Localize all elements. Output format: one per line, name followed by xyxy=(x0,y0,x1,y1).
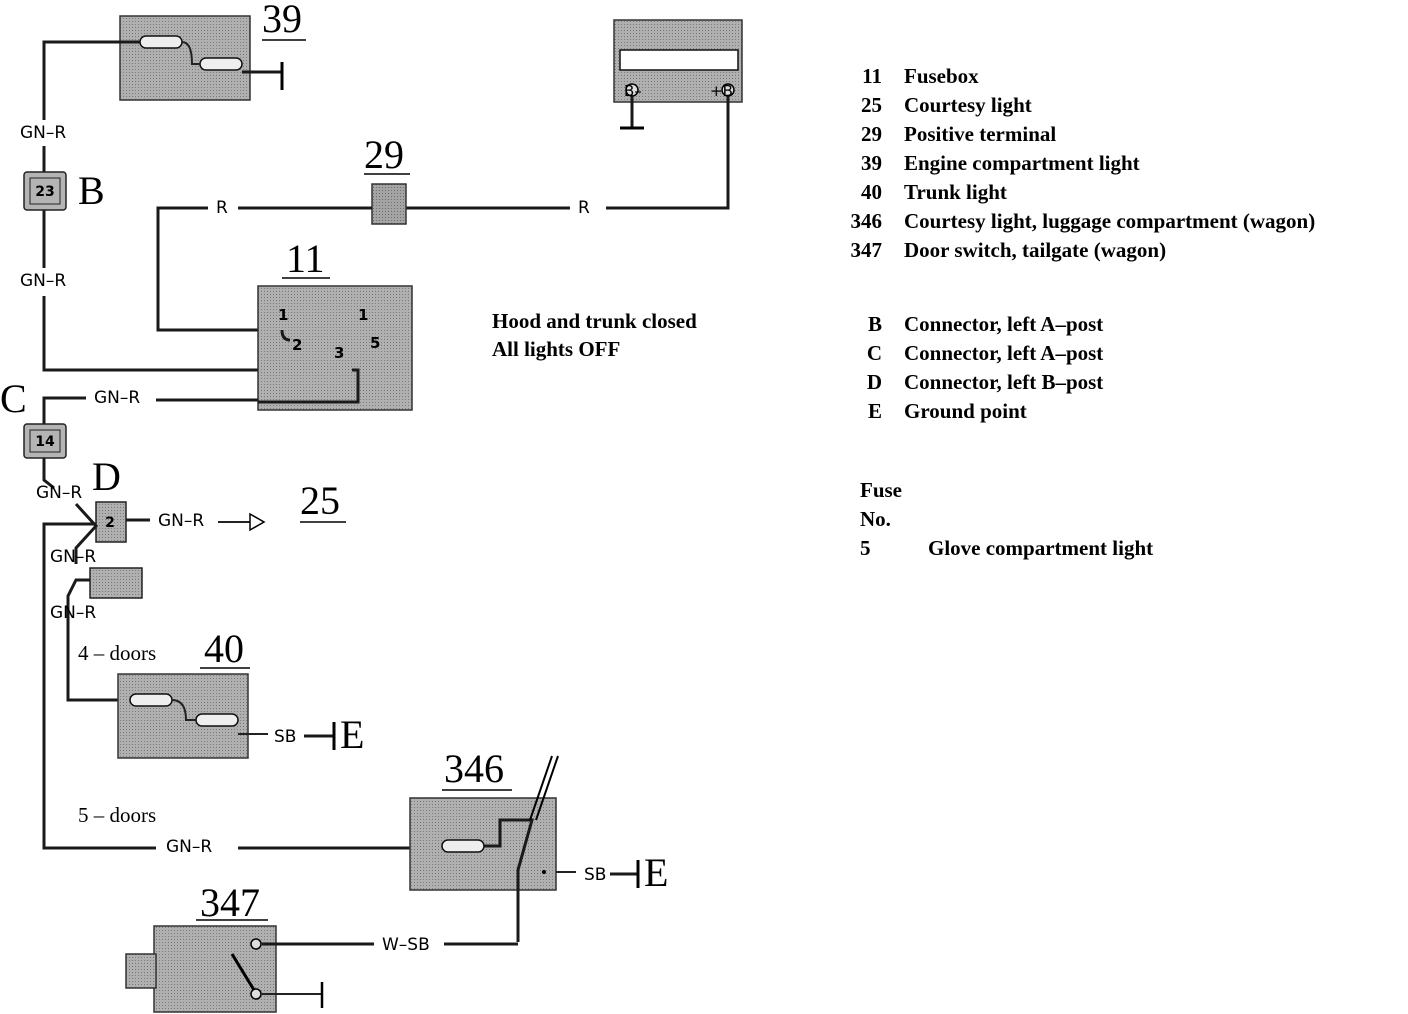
fuse-pin: 5 xyxy=(370,334,380,352)
legend-label: Fusebox xyxy=(904,64,979,88)
wire-label-gnr: GN–R xyxy=(50,547,96,567)
fusebox-11: 11 1 1 2 3 5 xyxy=(257,236,413,411)
connector-pin: 14 xyxy=(35,434,55,450)
legend-num: C xyxy=(866,341,882,365)
legend-num: 346 xyxy=(850,209,883,233)
legend-num: 40 xyxy=(861,180,882,204)
label-39: 39 xyxy=(262,0,302,41)
wire-label-gnr: GN–R xyxy=(20,123,66,143)
fuse-link xyxy=(280,329,291,342)
label-347: 347 xyxy=(200,880,260,925)
legend-num: 29 xyxy=(861,122,882,146)
legend-num: B xyxy=(867,312,882,336)
ground-point-e: E xyxy=(644,850,668,895)
wire-label-r: R xyxy=(578,198,590,218)
wire-label-gnr: GN–R xyxy=(158,511,204,531)
label-29: 29 xyxy=(364,132,404,177)
connector-pin: 2 xyxy=(105,515,115,531)
legend-label: Ground point xyxy=(904,399,1027,423)
fuse-header-2: No. xyxy=(860,507,891,531)
wire-label-sb: SB xyxy=(274,727,296,747)
legend-label: Engine compartment light xyxy=(904,151,1140,175)
battery-neg-label: B– xyxy=(624,82,642,100)
label-11: 11 xyxy=(286,236,325,281)
status-line-2: All lights OFF xyxy=(492,337,620,361)
bulb-icon xyxy=(195,713,239,727)
legend-label: Courtesy light, luggage compartment (wag… xyxy=(904,209,1316,233)
connector-pin: 23 xyxy=(35,184,54,200)
connector-inline xyxy=(89,567,143,599)
arrow-head-icon xyxy=(249,512,266,532)
wire-label-gnr: GN–R xyxy=(50,603,96,623)
wire-gnr-4doors xyxy=(66,578,130,702)
bulb-icon xyxy=(199,57,243,71)
fuse-pin: 1 xyxy=(278,306,288,324)
bulb-icon xyxy=(441,839,485,853)
bulb-icon xyxy=(129,693,173,707)
luggage-courtesy-light-346: 346 xyxy=(409,746,559,942)
wire-label-r: R xyxy=(216,198,228,218)
wire-label-sb: SB xyxy=(584,865,606,885)
connector-d: D 2 xyxy=(92,454,127,543)
fuse-label: Glove compartment light xyxy=(928,536,1154,560)
plunger-icon xyxy=(529,755,553,821)
fuse-pin: 1 xyxy=(358,306,368,324)
legend-label: Courtesy light xyxy=(904,93,1032,117)
label-25: 25 xyxy=(300,478,340,523)
status-line-1: Hood and trunk closed xyxy=(492,309,697,333)
legend-num: E xyxy=(867,399,882,423)
variant-5-doors: 5 – doors xyxy=(78,803,156,827)
wire-gnr-39 xyxy=(42,40,140,120)
wire-label-gnr: GN–R xyxy=(36,483,82,503)
bulb-icon xyxy=(139,35,183,49)
wire-label-gnr: GN–R xyxy=(20,271,66,291)
legend-label: Trunk light xyxy=(904,180,1007,204)
legend-label: Door switch, tailgate (wagon) xyxy=(904,238,1167,262)
wire-label-wsb: W–SB xyxy=(382,935,430,955)
connector-letter: C xyxy=(0,376,27,421)
legend-connectors: B Connector, left A–post C Connector, left… xyxy=(842,312,1242,432)
switch-icon xyxy=(230,953,256,991)
legend-label: Connector, left B–post xyxy=(904,370,1104,394)
legend-label: Connector, left A–post xyxy=(904,312,1104,336)
engine-compartment-light-39: 39 xyxy=(119,0,306,101)
battery-pos-label: +B xyxy=(710,82,733,100)
connector-c: C 14 xyxy=(0,376,67,459)
wire-label-gnr: GN–R xyxy=(94,388,140,408)
battery: B– +B xyxy=(613,19,743,130)
connector-letter: D xyxy=(92,454,121,499)
ground-point-e: E xyxy=(340,712,364,757)
connector-letter: B xyxy=(78,168,105,213)
switch-wire xyxy=(484,818,534,942)
fuse-number: 5 xyxy=(860,536,871,560)
legend-num: 347 xyxy=(850,238,883,262)
fuse-header-1: Fuse xyxy=(860,478,902,502)
legend-fuse: Fuse No. 5 Glove compartment light xyxy=(860,478,1260,568)
legend-label: Connector, left A–post xyxy=(904,341,1104,365)
positive-terminal-29: 29 xyxy=(364,132,410,225)
trunk-light-40: 40 xyxy=(117,626,250,759)
legend-num: 11 xyxy=(862,64,882,88)
connector-b: 23 B xyxy=(23,168,105,213)
legend-components: 11 Fusebox 25 Courtesy light 29 Positive te… xyxy=(842,64,1402,264)
legend-num: 39 xyxy=(861,151,882,175)
wire-gnr-5doors xyxy=(42,522,156,850)
tailgate-switch-347: 347 xyxy=(125,880,277,1013)
label-346: 346 xyxy=(444,746,504,791)
label-40: 40 xyxy=(204,626,244,671)
legend-num: D xyxy=(866,370,882,394)
wire-r-battery xyxy=(606,96,730,210)
legend-num: 25 xyxy=(861,93,882,117)
fuse-pin: 3 xyxy=(334,344,344,362)
legend-label: Positive terminal xyxy=(904,122,1057,146)
wire-label-gnr: GN–R xyxy=(166,837,212,857)
fuse-pin: 2 xyxy=(292,336,302,354)
wire-d xyxy=(74,502,99,564)
fuse-link xyxy=(258,368,360,404)
variant-4-doors: 4 – doors xyxy=(78,641,156,665)
